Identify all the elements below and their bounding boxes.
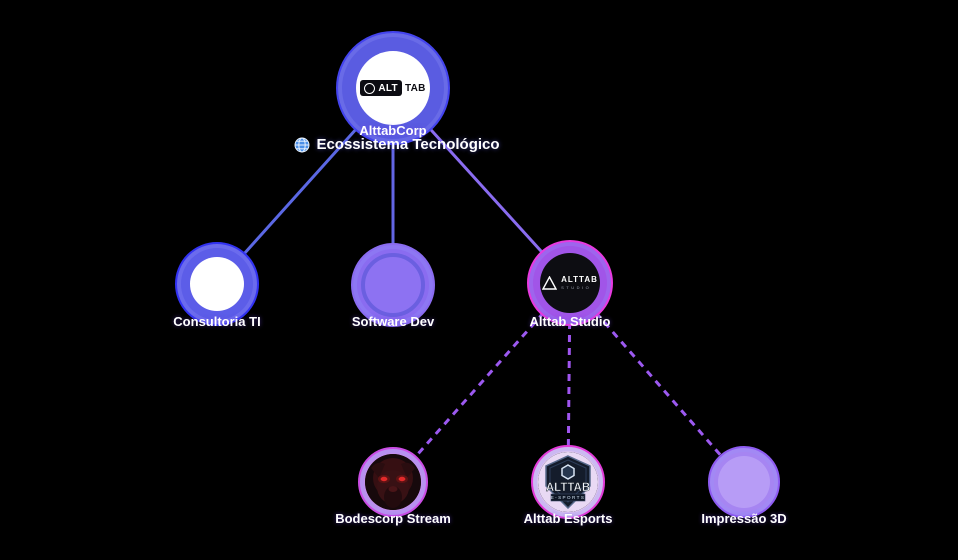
studio-logo-text: ALTTAB STUDIO bbox=[561, 276, 598, 290]
esports-sub-text: E-SPORTS bbox=[551, 495, 586, 500]
consultoria-inner-circle bbox=[190, 257, 244, 311]
studio-name-text: ALTTAB bbox=[561, 275, 598, 284]
node-alttab-studio[interactable]: ALTTAB STUDIO bbox=[527, 240, 613, 326]
edge-alttab-studio-impressao-3d bbox=[568, 282, 746, 483]
alttab-studio-logo: ALTTAB STUDIO bbox=[542, 276, 598, 290]
esports-name-text: ALTTAB bbox=[546, 482, 590, 494]
logo-alt-text: ALT bbox=[378, 82, 398, 94]
alttab-logo-box: ALT bbox=[360, 80, 402, 96]
alttab-esports-logo: ALTTAB E-SPORTS bbox=[538, 452, 598, 512]
studio-triangle-icon bbox=[542, 276, 558, 290]
node-alttabcorp[interactable]: ALT TAB bbox=[336, 31, 450, 145]
logo-tab-text: TAB bbox=[404, 82, 426, 94]
impressao-3d-inner-circle bbox=[718, 456, 770, 508]
alttab-corp-logo: ALT TAB bbox=[360, 80, 425, 96]
alttabcorp-inner-circle: ALT TAB bbox=[356, 51, 430, 125]
edge-alttab-studio-bodescorp-stream bbox=[391, 282, 572, 483]
globe-icon bbox=[294, 137, 310, 153]
node-impressao-3d[interactable] bbox=[708, 446, 780, 518]
alttab-studio-inner-circle: ALTTAB STUDIO bbox=[540, 253, 600, 313]
hexagon-icon bbox=[364, 82, 376, 94]
node-bodescorp-stream[interactable] bbox=[358, 447, 428, 517]
software-dev-inner-circle bbox=[361, 253, 425, 317]
node-alttab-esports[interactable]: ALTTAB E-SPORTS bbox=[531, 445, 605, 519]
node-software-dev[interactable] bbox=[351, 243, 435, 327]
bodescorp-image bbox=[365, 454, 421, 510]
node-consultoria-ti[interactable] bbox=[175, 242, 259, 326]
bodescorp-inner-circle bbox=[365, 454, 421, 510]
graph-subtitle: Ecossistema Tecnológico bbox=[237, 136, 557, 153]
subtitle-text: Ecossistema Tecnológico bbox=[316, 136, 500, 153]
alttab-esports-inner-circle: ALTTAB E-SPORTS bbox=[538, 452, 598, 512]
studio-sub-text: STUDIO bbox=[561, 285, 592, 290]
